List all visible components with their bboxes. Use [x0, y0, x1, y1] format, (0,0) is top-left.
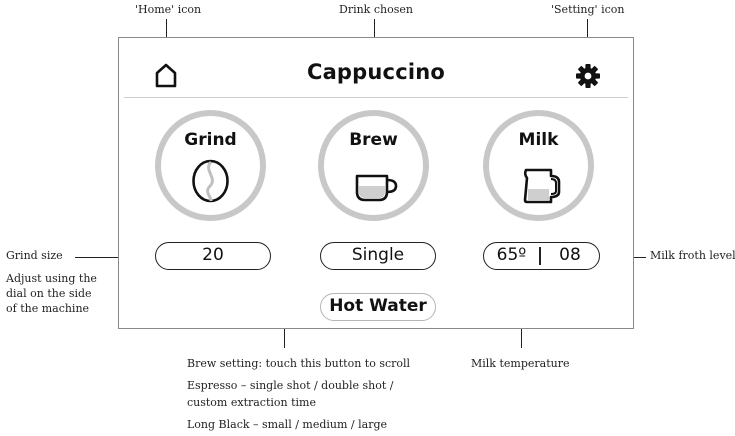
grind-adjust-line-3: of the machine	[6, 302, 90, 315]
machine-screen: Cappuccino Grind Brew	[118, 37, 634, 329]
gear-icon[interactable]	[575, 63, 601, 89]
grind-size-value[interactable]: 20	[155, 242, 271, 270]
long-black-text: – small / medium / large	[249, 418, 388, 431]
milk-jug-icon	[523, 168, 561, 204]
espresso-annotation: Espresso – single shot / double shot /	[187, 379, 393, 392]
long-black-annotation: Long Black – small / medium / large	[187, 418, 387, 431]
milk-pill-separator	[539, 247, 541, 265]
espresso-text: – single shot / double shot /	[237, 379, 394, 392]
drink-title: Cappuccino	[306, 60, 446, 84]
milk-settings-pill[interactable]: 65º 08	[483, 242, 600, 270]
home-icon[interactable]	[154, 62, 178, 88]
home-icon-annotation: 'Home' icon	[135, 3, 202, 16]
hot-water-button[interactable]: Hot Water	[320, 293, 436, 321]
milk-dial[interactable]: Milk	[483, 110, 594, 221]
espresso-heading: Espresso	[187, 379, 238, 392]
drink-chosen-annotation: Drink chosen	[339, 3, 413, 16]
setting-icon-annotation: 'Setting' icon	[551, 3, 625, 16]
espresso-annotation-line-2: custom extraction time	[187, 396, 316, 409]
milk-froth-annotation: Milk froth level	[650, 249, 735, 262]
grind-adjust-line-1: Adjust using the	[6, 272, 97, 285]
home-icon-leader	[166, 19, 167, 51]
brew-setting-text: touch this button to scroll	[262, 357, 411, 370]
grind-adjust-line-2: dial on the side	[6, 287, 92, 300]
milk-temperature-value[interactable]: 65º	[496, 245, 527, 265]
brew-label: Brew	[349, 130, 398, 150]
brew-setting-heading: Brew setting:	[187, 357, 263, 370]
grind-size-annotation: Grind size	[6, 249, 63, 262]
brew-dial[interactable]: Brew	[318, 110, 429, 221]
grind-label: Grind	[184, 130, 237, 150]
milk-froth-value[interactable]: 08	[559, 245, 581, 265]
grind-size-leader	[75, 257, 155, 258]
setting-icon-leader	[587, 19, 588, 51]
long-black-heading: Long Black	[187, 418, 250, 431]
cup-icon	[355, 174, 398, 202]
drink-chosen-leader	[374, 19, 375, 51]
milk-label: Milk	[518, 130, 559, 150]
brew-setting-annotation: Brew setting: touch this button to scrol…	[187, 357, 410, 370]
grind-dial[interactable]: Grind	[155, 110, 266, 221]
brew-setting-button[interactable]: Single	[320, 242, 436, 270]
coffee-bean-icon	[192, 159, 229, 203]
header-divider	[124, 97, 628, 98]
milk-temperature-annotation: Milk temperature	[471, 357, 570, 370]
